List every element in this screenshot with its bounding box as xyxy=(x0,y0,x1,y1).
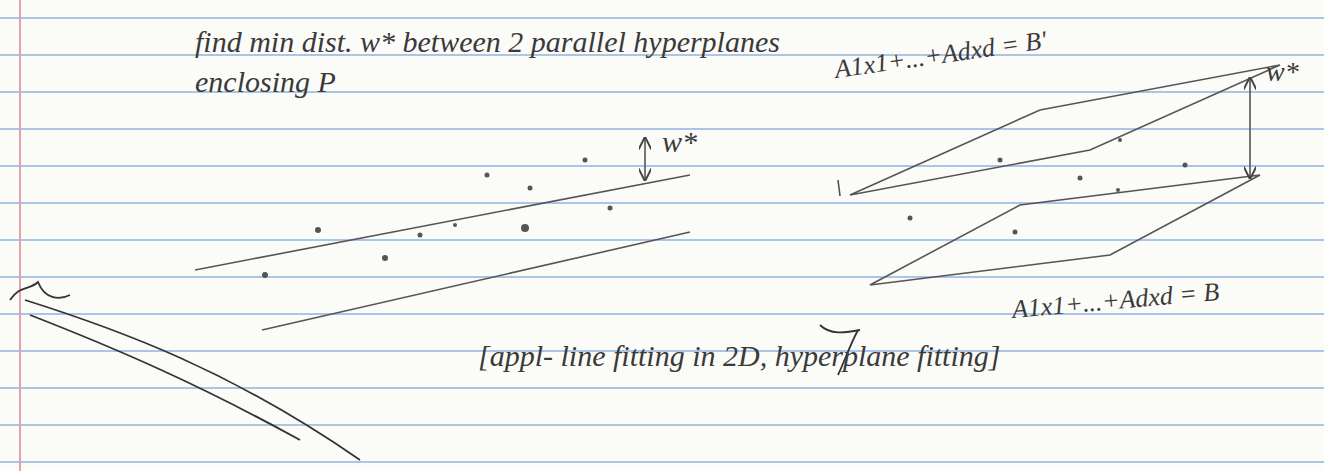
problem-statement: find min dist. w* between 2 parallel hyp… xyxy=(195,22,835,102)
ruled-lines xyxy=(0,18,1324,462)
plane-equation: A1x1+...+Adxd = B xyxy=(1010,272,1221,330)
application-note: [appl- line fitting in 2D, hyperplane fi… xyxy=(478,336,1000,376)
width-label: w* xyxy=(1266,52,1299,92)
hyperplane-sketch xyxy=(838,65,1280,285)
plane-equation: A1x1+...+Adxd = B' xyxy=(832,20,1049,89)
line-fit-sketch xyxy=(195,138,690,330)
margin-line xyxy=(19,0,21,471)
width-label: w* xyxy=(662,122,697,162)
data-points-3d xyxy=(908,138,1188,235)
data-points xyxy=(262,158,613,279)
